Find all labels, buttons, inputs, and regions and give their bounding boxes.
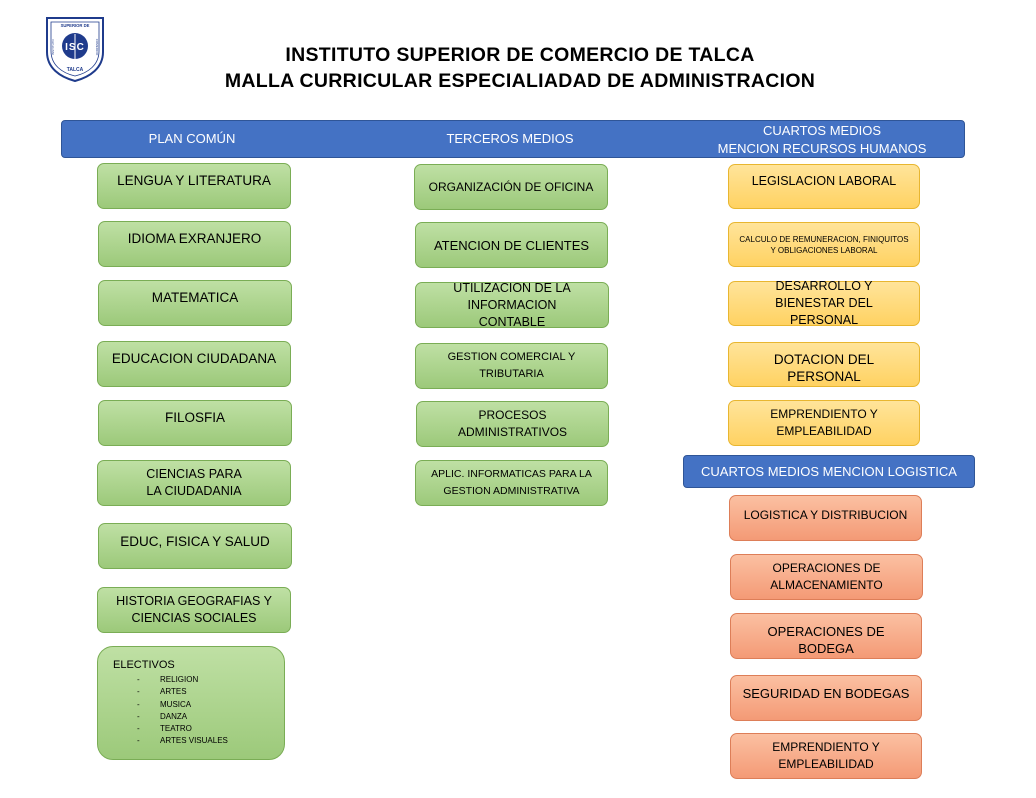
course-box-plan-comun: CIENCIAS PARA LA CIUDADANIA <box>97 460 291 506</box>
course-box-plan-comun: IDIOMA EXRANJERO <box>98 221 291 267</box>
course-box-terceros: PROCESOS ADMINISTRATIVOS <box>416 401 609 447</box>
course-box-rrhh: DOTACION DEL PERSONAL <box>728 342 920 387</box>
course-box-logistica: SEGURIDAD EN BODEGAS <box>730 675 922 721</box>
logo-letters: ISC <box>65 42 85 53</box>
course-box-plan-comun: EDUC, FISICA Y SALUD <box>98 523 292 569</box>
course-box-logistica: LOGISTICA Y DISTRIBUCION <box>729 495 922 541</box>
course-box-plan-comun: EDUCACION CIUDADANA <box>97 341 291 387</box>
page-subtitle: MALLA CURRICULAR ESPECIALIADAD DE ADMINI… <box>224 70 816 92</box>
course-box-logistica: EMPRENDIENTO Y EMPLEABILIDAD <box>730 733 922 779</box>
course-box-terceros: APLIC. INFORMATICAS PARA LA GESTION ADMI… <box>415 460 608 506</box>
header-bar: PLAN COMÚN TERCEROS MEDIOS CUARTOS MEDIO… <box>61 120 965 158</box>
course-box-terceros: GESTION COMERCIAL Y TRIBUTARIA <box>415 343 608 389</box>
course-box-logistica: OPERACIONES DE BODEGA <box>730 613 922 659</box>
course-box-rrhh: DESARROLLO Y BIENESTAR DEL PERSONAL <box>728 279 920 327</box>
page-title: INSTITUTO SUPERIOR DE COMERCIO DE TALCA <box>285 44 755 66</box>
electives-list: RELIGION ARTES MUSICA DANZA TEATRO ARTES… <box>113 674 284 748</box>
logo-side-right: COMERCIO <box>95 39 99 56</box>
course-box-logistica: OPERACIONES DE ALMACENAMIENTO <box>730 554 923 600</box>
col-header-plan-comun: PLAN COMÚN <box>148 131 236 146</box>
elective-item: TEATRO <box>113 723 284 736</box>
logo-arc-text: SUPERIOR DE <box>61 23 90 28</box>
electives-box: ELECTIVOS RELIGION ARTES MUSICA DANZA TE… <box>97 646 285 760</box>
course-box-rrhh: LEGISLACION LABORAL <box>728 164 920 209</box>
col-header-cuartos-medios: CUARTOS MEDIOS <box>763 123 881 138</box>
logistics-bar-label: CUARTOS MEDIOS MENCION LOGISTICA <box>701 464 957 479</box>
course-box-terceros: ORGANIZACIÓN DE OFICINA <box>414 164 608 210</box>
col-header-mencion-rrhh: MENCION RECURSOS HUMANOS <box>717 141 927 156</box>
elective-item: MUSICA <box>113 699 284 712</box>
col-header-terceros-medios: TERCEROS MEDIOS <box>446 131 574 146</box>
course-box-terceros: ATENCION DE CLIENTES <box>415 222 608 268</box>
logistics-bar: CUARTOS MEDIOS MENCION LOGISTICA <box>683 455 975 488</box>
electives-heading: ELECTIVOS <box>113 659 175 671</box>
logo-bottom-text: TALCA <box>67 67 84 73</box>
course-box-plan-comun: LENGUA Y LITERATURA <box>97 163 291 209</box>
elective-item: RELIGION <box>113 674 284 687</box>
elective-item: ARTES <box>113 686 284 699</box>
elective-item: ARTES VISUALES <box>113 735 284 748</box>
course-box-rrhh: EMPRENDIENTO Y EMPLEABILIDAD <box>728 400 920 446</box>
logo-side-left: INSTITUTO <box>51 38 55 54</box>
school-logo: SUPERIOR DE INSTITUTO COMERCIO ISC TALCA <box>46 17 104 82</box>
course-box-plan-comun: FILOSFIA <box>98 400 292 446</box>
elective-item: DANZA <box>113 711 284 724</box>
course-box-plan-comun: MATEMATICA <box>98 280 292 326</box>
course-box-terceros: UTILIZACION DE LA INFORMACION CONTABLE <box>415 281 609 329</box>
course-box-plan-comun: HISTORIA GEOGRAFIAS Y CIENCIAS SOCIALES <box>97 587 291 633</box>
course-box-rrhh: CALCULO DE REMUNERACION, FINIQUITOS Y OB… <box>728 222 920 267</box>
